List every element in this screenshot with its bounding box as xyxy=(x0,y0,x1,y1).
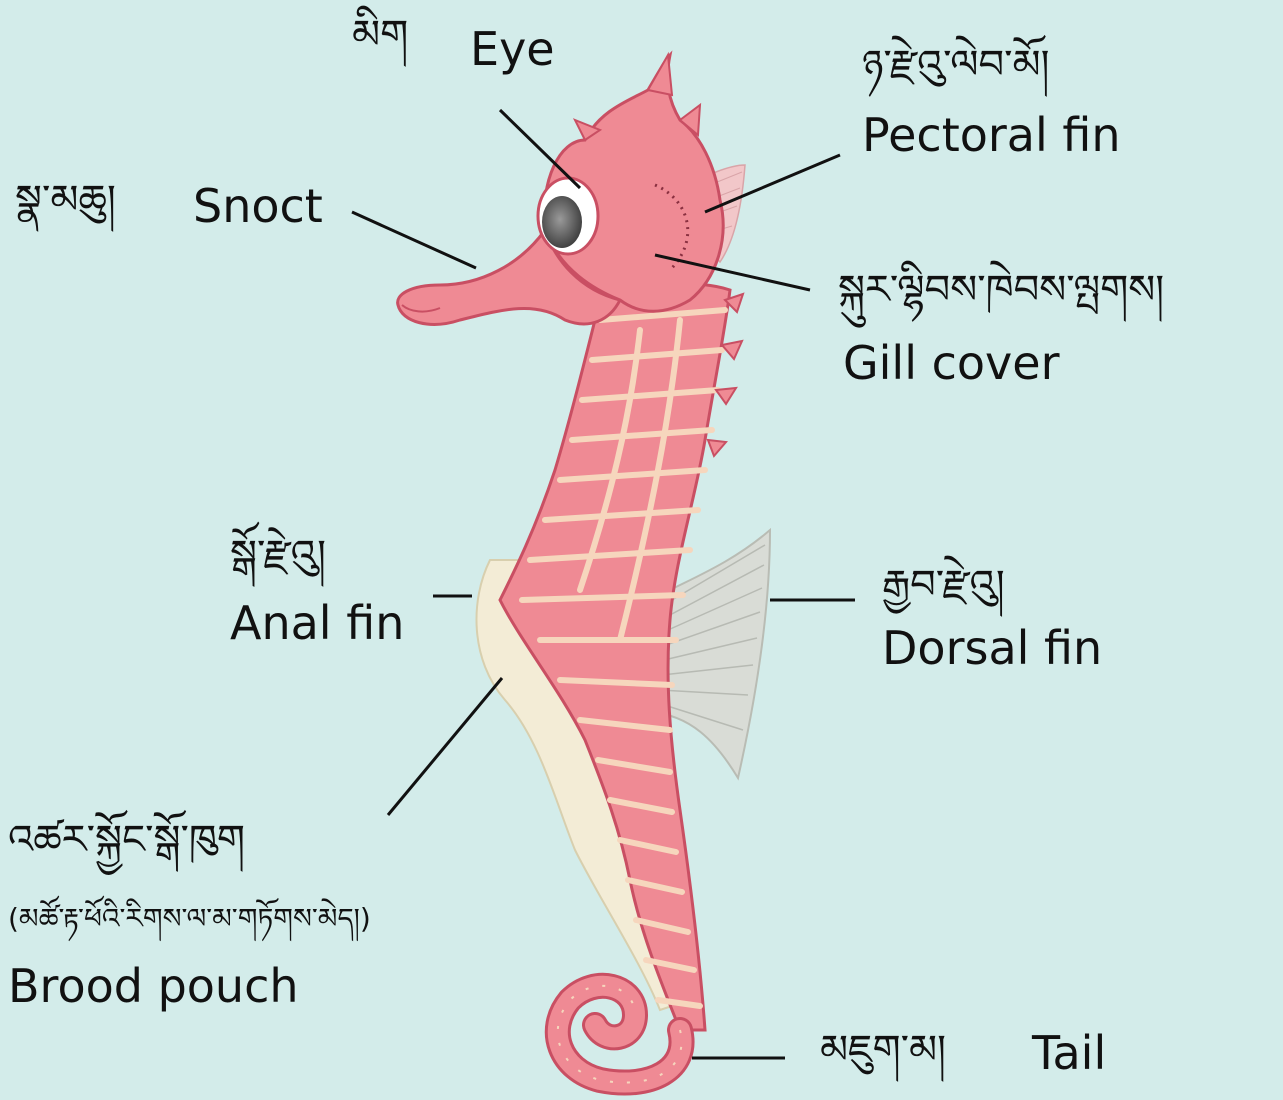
brood-pouch-label: Brood pouch xyxy=(8,963,299,1009)
snout-leader xyxy=(352,212,476,268)
anal-fin-label-tibetan: སྒོ་རྫེའུ། xyxy=(230,535,326,575)
pectoral-fin-label-tibetan: ཉ་རྫེའུ་ལེབ་མོ། xyxy=(862,45,1050,85)
gill-cover-label: Gill cover xyxy=(843,340,1059,386)
dorsal-fin-label-tibetan: རྒྱབ་རྫེའུ། xyxy=(882,565,1005,605)
dorsal-fin-label: Dorsal fin xyxy=(882,625,1102,671)
tail-label: Tail xyxy=(1032,1030,1106,1076)
pectoral-fin-label: Pectoral fin xyxy=(862,112,1121,158)
anal-fin-label: Anal fin xyxy=(230,600,404,646)
snout-label-tibetan: སྣ་མཆུ། xyxy=(15,180,116,220)
brood-pouch-note: (མཚོ་རྟ་ཕོའི་རིགས་ལ་མ་གཏོགས་མེད།) xyxy=(8,905,371,933)
brood-pouch-label-tibetan: འཚར་སྐྱོང་སྒོ་ཁུག xyxy=(8,820,245,860)
brood-pouch-leader xyxy=(388,678,502,815)
tail-label-tibetan: མཇུག་མ། xyxy=(820,1030,946,1070)
eye-label: Eye xyxy=(470,26,555,72)
snout-label: Snoct xyxy=(193,183,323,229)
gill-cover-label-tibetan: སྐུར་ལྷིབས་ཁེབས་ལྤགས། xyxy=(838,270,1164,310)
seahorse-head xyxy=(398,55,724,324)
eye-label-tibetan: མིག xyxy=(352,15,408,55)
